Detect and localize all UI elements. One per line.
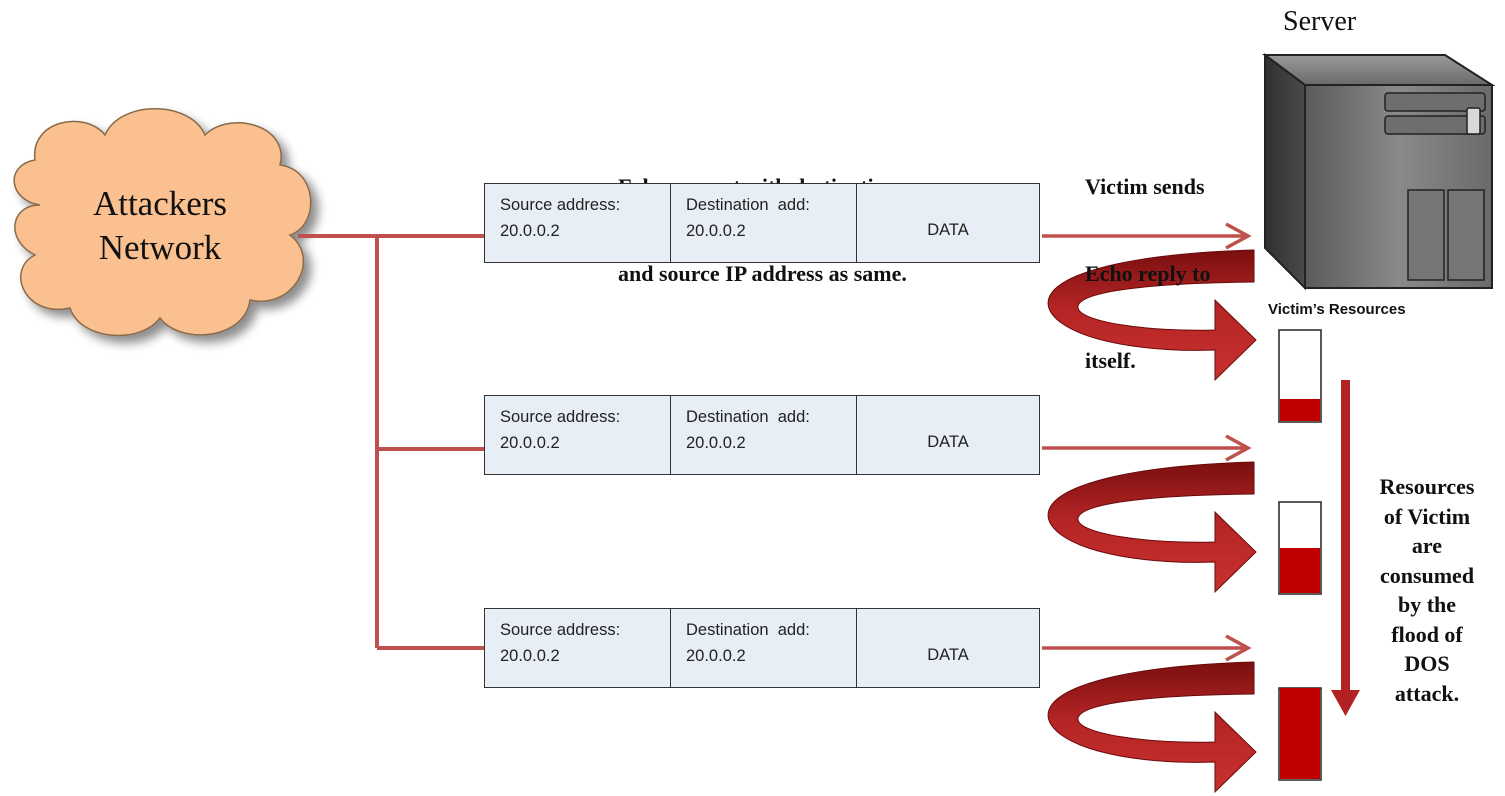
echo-curl-3	[1047, 661, 1257, 794]
echo-curl-1	[1047, 249, 1257, 382]
resource-meter-fill-3	[1280, 688, 1320, 779]
destination-address-cell: Destination add: 20.0.0.2	[671, 396, 857, 474]
echo-reply-caption: Victim sends Echo reply to itself.	[1085, 114, 1210, 404]
consumed-line-1: Resources	[1379, 474, 1475, 499]
packet-2: Source address: 20.0.0.2 Destination add…	[484, 395, 1040, 475]
consumption-arrow	[1331, 380, 1360, 716]
attackers-cloud	[13, 108, 312, 337]
resource-meter-fill-1	[1280, 399, 1320, 421]
source-address-value: 20.0.0.2	[500, 222, 560, 240]
resource-meter-fill-2	[1280, 548, 1320, 593]
reply-line-3: itself.	[1085, 348, 1136, 373]
caption-line-2: and source IP address as same.	[618, 261, 907, 286]
destination-address-label: Destination add:	[686, 196, 810, 214]
consumed-line-2: of Victim	[1383, 503, 1471, 529]
data-label: DATA	[927, 646, 969, 664]
reply-line-1: Victim sends	[1085, 174, 1205, 199]
data-label: DATA	[927, 433, 969, 451]
destination-address-label: Destination add:	[686, 408, 810, 426]
resources-consumed-text: Resources of Victim are consumed by the …	[1368, 472, 1486, 708]
packet-3: Source address: 20.0.0.2 Destination add…	[484, 608, 1040, 688]
resource-meters	[1278, 329, 1322, 781]
victim-resources-title: Victim’s Resources	[1268, 301, 1406, 318]
packet-arrows	[1042, 222, 1252, 662]
data-cell: DATA	[857, 609, 1039, 687]
destination-address-cell: Destination add: 20.0.0.2	[671, 184, 857, 262]
consumed-line-4: consumed	[1379, 562, 1475, 588]
destination-address-cell: Destination add: 20.0.0.2	[671, 609, 857, 687]
source-address-cell: Source address: 20.0.0.2	[485, 396, 671, 474]
source-address-value: 20.0.0.2	[500, 434, 560, 452]
source-address-value: 20.0.0.2	[500, 647, 560, 665]
consumed-line-5: by the	[1397, 592, 1457, 617]
network-line-1: Attackers	[92, 184, 228, 223]
consumed-line-3: are	[1411, 533, 1443, 558]
source-address-cell: Source address: 20.0.0.2	[485, 609, 671, 687]
server-icon	[1262, 53, 1496, 291]
source-address-label: Source address:	[500, 408, 621, 426]
data-cell: DATA	[857, 396, 1039, 474]
attackers-network-label: Attackers Network	[60, 182, 260, 270]
connector-lines	[298, 234, 484, 650]
data-label: DATA	[927, 221, 969, 239]
consumed-line-6: flood of	[1391, 621, 1463, 647]
echo-curl-2	[1047, 461, 1257, 594]
source-address-label: Source address:	[500, 621, 621, 639]
network-line-2: Network	[98, 228, 222, 267]
packet-1: Source address: 20.0.0.2 Destination add…	[484, 183, 1040, 263]
consumed-line-7: DOS	[1404, 651, 1450, 676]
destination-address-label: Destination add:	[686, 621, 810, 639]
reply-line-2: Echo reply to	[1085, 261, 1211, 286]
data-cell: DATA	[857, 184, 1039, 262]
echo-reply-curls	[1047, 249, 1257, 794]
server-label: Server	[1283, 6, 1357, 37]
destination-address-value: 20.0.0.2	[686, 647, 746, 665]
source-address-label: Source address:	[500, 196, 621, 214]
destination-address-value: 20.0.0.2	[686, 222, 746, 240]
destination-address-value: 20.0.0.2	[686, 434, 746, 452]
source-address-cell: Source address: 20.0.0.2	[485, 184, 671, 262]
consumed-line-8: attack.	[1394, 680, 1460, 706]
